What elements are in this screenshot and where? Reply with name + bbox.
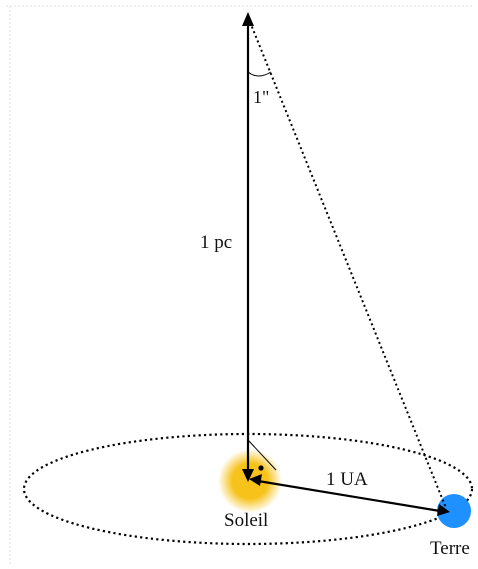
au-arrowhead-earth — [437, 504, 450, 516]
angle-arc — [247, 71, 272, 77]
parsec-arrowhead-top — [242, 12, 254, 26]
line-of-sight — [249, 21, 447, 509]
au-arrowhead-sun — [249, 474, 262, 486]
sun-label: Soleil — [224, 510, 268, 531]
right-angle-dot — [258, 465, 264, 471]
sun — [232, 463, 268, 499]
earth — [437, 494, 471, 528]
right-angle-marker — [247, 439, 277, 471]
parsec-arrowhead-bottom — [242, 469, 254, 482]
earth-label: Terre — [430, 538, 470, 559]
au-arrow — [257, 479, 441, 513]
parsec-label: 1 pc — [200, 232, 232, 253]
au-label: 1 UA — [326, 469, 368, 490]
angle-label: 1" — [253, 87, 269, 107]
